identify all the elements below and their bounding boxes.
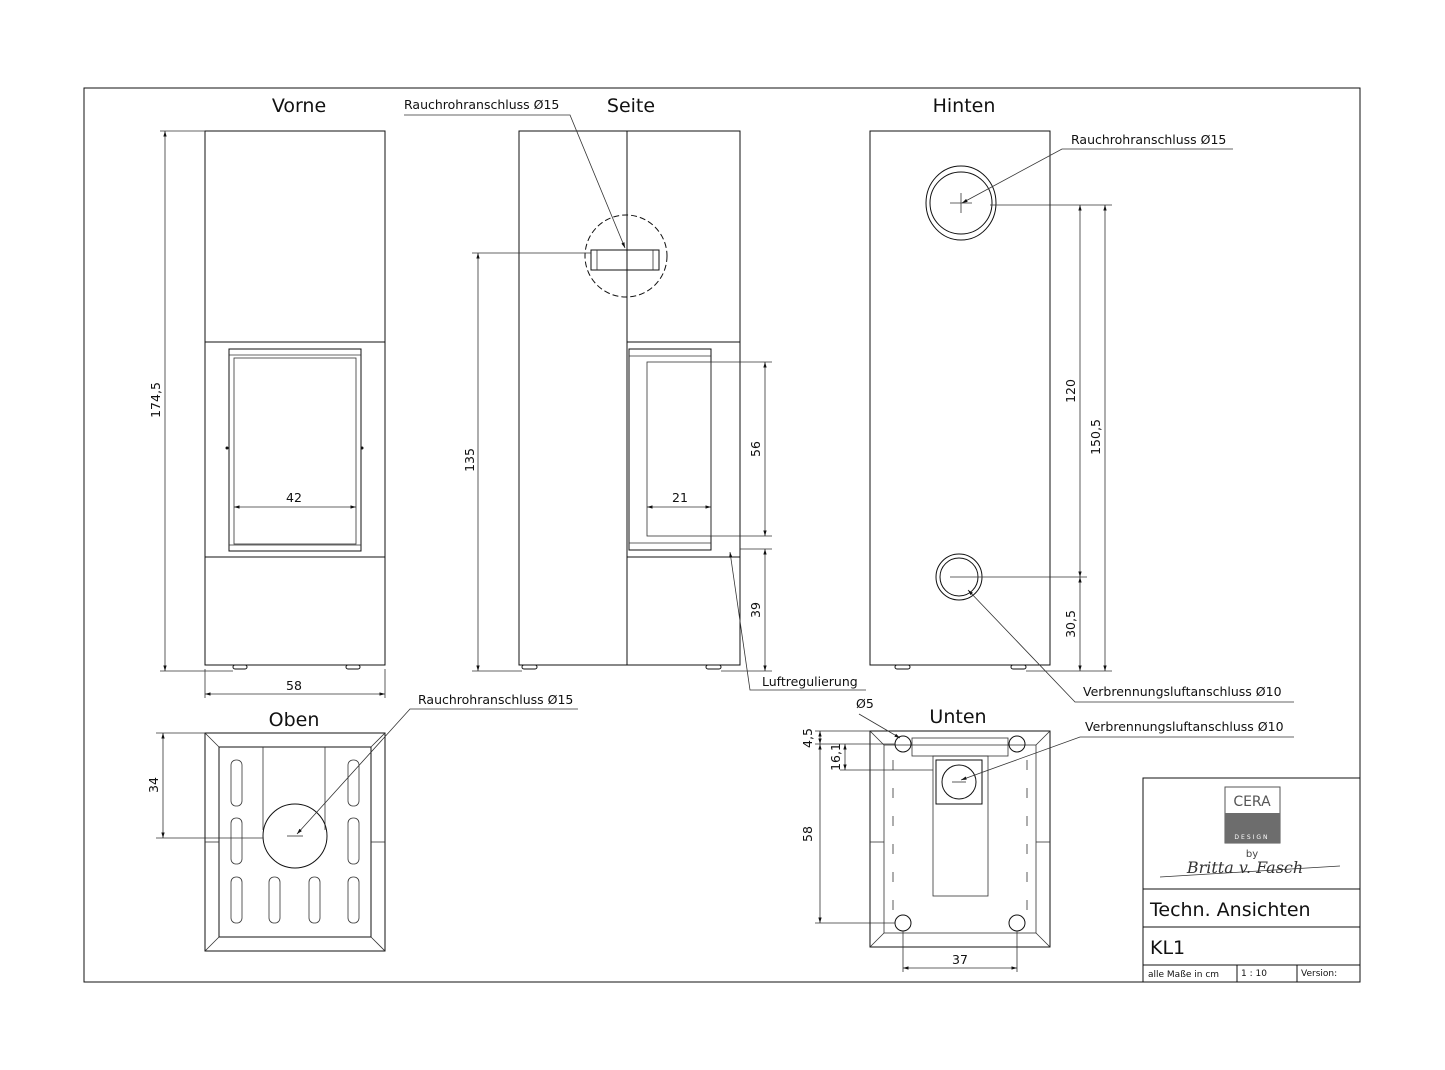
side-height-dim: 135 bbox=[462, 448, 477, 472]
back-view-title: Hinten bbox=[933, 95, 996, 117]
brand-sub: DESIGN bbox=[1234, 834, 1269, 841]
scale: 1 : 10 bbox=[1241, 969, 1267, 979]
by-text: by bbox=[1246, 849, 1258, 860]
side-base-dim: 39 bbox=[748, 602, 763, 618]
version-label: Version: bbox=[1301, 969, 1337, 979]
back-view: Hinten 120 150,5 30,5 Rauchrohranschluss… bbox=[869, 95, 1294, 703]
units-note: alle Maße in cm bbox=[1148, 970, 1219, 980]
designer-signature: Britta v. Fasch bbox=[1186, 858, 1303, 877]
back-air-inlet-label: Verbrennungsluftanschluss Ø10 bbox=[1083, 684, 1282, 699]
front-view-title: Vorne bbox=[272, 95, 326, 117]
top-flue-outlet bbox=[262, 803, 328, 869]
back-flue-label: Rauchrohranschluss Ø15 bbox=[1071, 132, 1226, 147]
side-view-title: Seite bbox=[607, 95, 655, 117]
bottom-37-dim: 37 bbox=[952, 952, 968, 967]
bottom-air-inlet-label: Verbrennungsluftanschluss Ø10 bbox=[1085, 719, 1284, 734]
side-firebox-window bbox=[628, 348, 712, 551]
back-120-dim: 120 bbox=[1063, 379, 1078, 403]
back-flue-outlet bbox=[925, 165, 997, 241]
sheet-frame bbox=[83, 87, 1361, 983]
bottom-d5-dim: Ø5 bbox=[856, 696, 874, 711]
brand-name: CERA bbox=[1233, 794, 1271, 810]
sheet-title: Techn. Ansichten bbox=[1149, 899, 1311, 921]
side-view: Seite 135 56 39 21 Rauchr bbox=[404, 95, 866, 691]
bottom-58-dim: 58 bbox=[800, 826, 815, 842]
model-name: KL1 bbox=[1150, 937, 1185, 959]
bottom-45-dim: 4,5 bbox=[800, 728, 815, 748]
front-view: Vorne 174,5 58 42 bbox=[148, 95, 386, 698]
bottom-air-inlet bbox=[935, 759, 983, 805]
side-window-width-dim: 21 bbox=[672, 490, 688, 505]
air-regulation-label: Luftregulierung bbox=[762, 674, 858, 689]
bottom-161-dim: 16,1 bbox=[828, 743, 843, 771]
side-flue-label: Rauchrohranschluss Ø15 bbox=[404, 97, 559, 112]
top-depth-dim: 34 bbox=[146, 777, 161, 793]
side-window-height-dim: 56 bbox=[748, 441, 763, 457]
flue-outlet-detail bbox=[584, 214, 668, 298]
front-width-dim: 58 bbox=[286, 678, 302, 693]
back-1505-dim: 150,5 bbox=[1088, 419, 1103, 455]
title-block: CERA DESIGN by Britta v. Fasch Techn. An… bbox=[1142, 777, 1361, 983]
front-firebox-window bbox=[228, 348, 362, 552]
top-flue-label: Rauchrohranschluss Ø15 bbox=[418, 692, 573, 707]
bottom-view: Unten 4,5 16,1 58 3 bbox=[800, 696, 1294, 972]
bottom-view-title: Unten bbox=[929, 706, 986, 728]
top-view-title: Oben bbox=[269, 709, 320, 731]
back-305-dim: 30,5 bbox=[1063, 610, 1078, 638]
front-height-dim: 174,5 bbox=[148, 382, 163, 418]
front-window-dim: 42 bbox=[286, 490, 302, 505]
top-view: Oben 34 Rauchrohranschluss Ø15 bbox=[146, 692, 578, 952]
